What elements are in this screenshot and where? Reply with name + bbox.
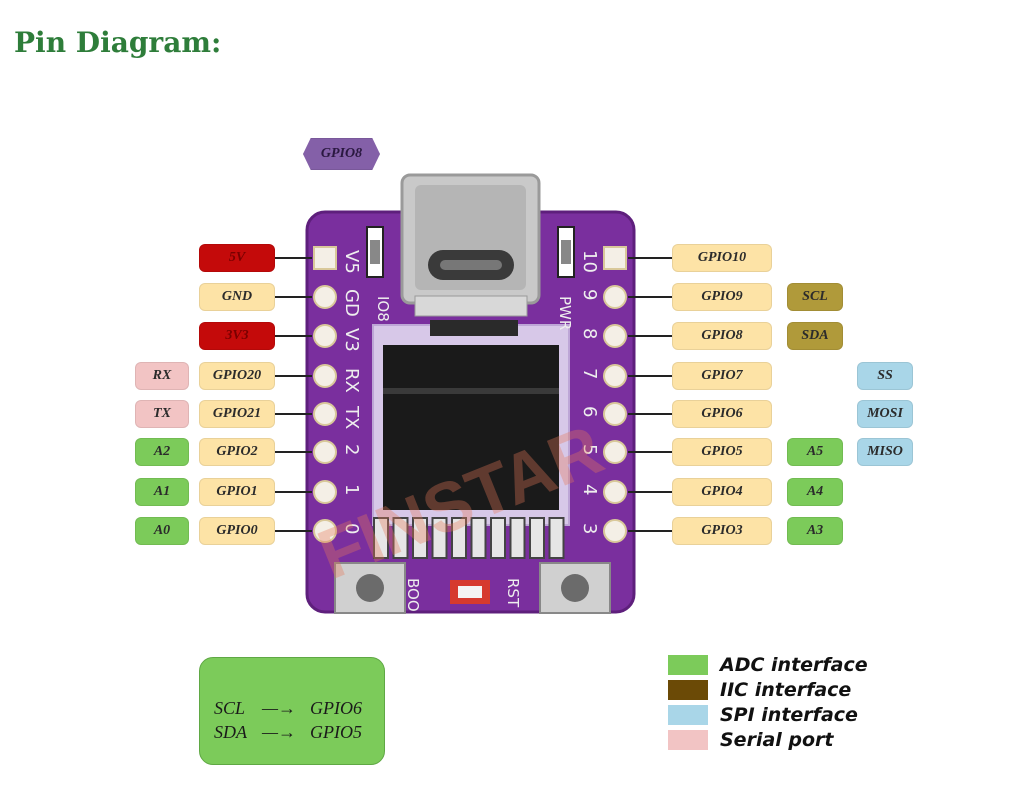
iic-note-box: SCL—→GPIO6 SDA—→GPIO5 [199,657,385,765]
silk-rst: RST [504,578,522,608]
left-pad-6 [313,480,337,504]
left-pad-2 [313,324,337,348]
legend-swatch [668,680,708,700]
silk-left-4: TX [341,405,362,429]
left-pad-4 [313,402,337,426]
left-pin-tag-gpio20: GPIO20 [199,362,275,390]
left-pin-tag-gnd: GND [199,283,275,311]
right-pin-tag-gpio7: GPIO7 [672,362,772,390]
right-pad-7 [603,519,627,543]
left-pad-0 [313,246,337,270]
silk-right-1: 9 [579,289,600,300]
legend-swatch [668,730,708,750]
strip-pin-4 [451,517,467,559]
left-func-tag-rx: RX [135,362,189,390]
left-pad-3 [313,364,337,388]
left-pad-7 [313,519,337,543]
right-func-tag-sda: SDA [787,322,843,350]
strip-pin-2 [412,517,428,559]
left-func-tag-a0: A0 [135,517,189,545]
left-pin-tag-5v: 5V [199,244,275,272]
strip-pin-0 [373,517,389,559]
silk-left-3: RX [341,368,362,393]
rst-button [539,562,611,614]
right-pad-2 [603,324,627,348]
right-pad-3 [603,364,627,388]
silk-right-4: 6 [579,406,600,417]
silk-io8: IO8 [374,296,392,322]
right-pad-5 [603,440,627,464]
left-pin-tag-gpio1: GPIO1 [199,478,275,506]
legend-swatch [668,655,708,675]
strip-pin-5 [470,517,487,559]
page-title: Pin Diagram: [14,26,222,59]
silk-boo: BOO [404,578,422,612]
left-pin-tag-gpio0: GPIO0 [199,517,275,545]
note-row-scl: SCL—→GPIO6 [214,698,362,718]
legend-item: ADC interface [668,654,868,676]
legend-label: IIC interface [720,679,852,701]
left-pad-1 [313,285,337,309]
legend-item: SPI interface [668,704,858,726]
top-gpio8-tag: GPIO8 [303,138,380,170]
silk-pwr: PWR [556,296,574,330]
left-func-tag-a1: A1 [135,478,189,506]
strip-pin-1 [392,517,409,559]
spi-tag-mosi: MOSI [857,400,913,428]
pin-strip [373,517,565,559]
silk-left-7: 0 [341,523,362,534]
right-pad-0 [603,246,627,270]
silk-left-1: GD [341,289,362,317]
spi-tag-miso: MISO [857,438,913,466]
right-pin-tag-gpio6: GPIO6 [672,400,772,428]
left-pad-5 [313,440,337,464]
right-pin-tag-gpio3: GPIO3 [672,517,772,545]
right-pin-tag-gpio5: GPIO5 [672,438,772,466]
right-pad-4 [603,402,627,426]
left-pin-tag-gpio21: GPIO21 [199,400,275,428]
strip-pin-6 [490,517,506,559]
note-row-sda: SDA—→GPIO5 [214,722,362,742]
silk-left-5: 2 [341,444,362,455]
silk-left-0: V5 [341,250,362,274]
legend-swatch [668,705,708,725]
left-pin-tag-3v3: 3V3 [199,322,275,350]
right-func-tag-a4: A4 [787,478,843,506]
right-func-tag-a5: A5 [787,438,843,466]
silk-right-3: 7 [579,368,600,379]
silk-right-7: 3 [579,523,600,534]
legend-label: Serial port [720,729,834,751]
spi-tag-ss: SS [857,362,913,390]
silk-right-6: 4 [579,484,600,495]
oled-screen [383,345,559,510]
right-pad-1 [603,285,627,309]
left-func-tag-tx: TX [135,400,189,428]
right-pin-tag-gpio9: GPIO9 [672,283,772,311]
right-pin-tag-gpio10: GPIO10 [672,244,772,272]
legend-item: Serial port [668,729,834,751]
legend-label: SPI interface [720,704,858,726]
left-pin-tag-gpio2: GPIO2 [199,438,275,466]
right-pin-tag-gpio8: GPIO8 [672,322,772,350]
silk-right-2: 8 [579,328,600,339]
legend-label: ADC interface [720,654,868,676]
strip-pin-9 [548,517,565,559]
silk-left-6: 1 [341,484,362,495]
strip-pin-7 [509,517,526,559]
silk-right-0: 10 [579,250,600,273]
silk-right-5: 5 [579,444,600,455]
right-func-tag-a3: A3 [787,517,843,545]
strip-pin-8 [529,517,545,559]
right-pin-tag-gpio4: GPIO4 [672,478,772,506]
right-pad-6 [603,480,627,504]
right-func-tag-scl: SCL [787,283,843,311]
silk-left-2: V3 [341,328,362,352]
left-func-tag-a2: A2 [135,438,189,466]
strip-pin-3 [431,517,448,559]
legend-item: IIC interface [668,679,851,701]
